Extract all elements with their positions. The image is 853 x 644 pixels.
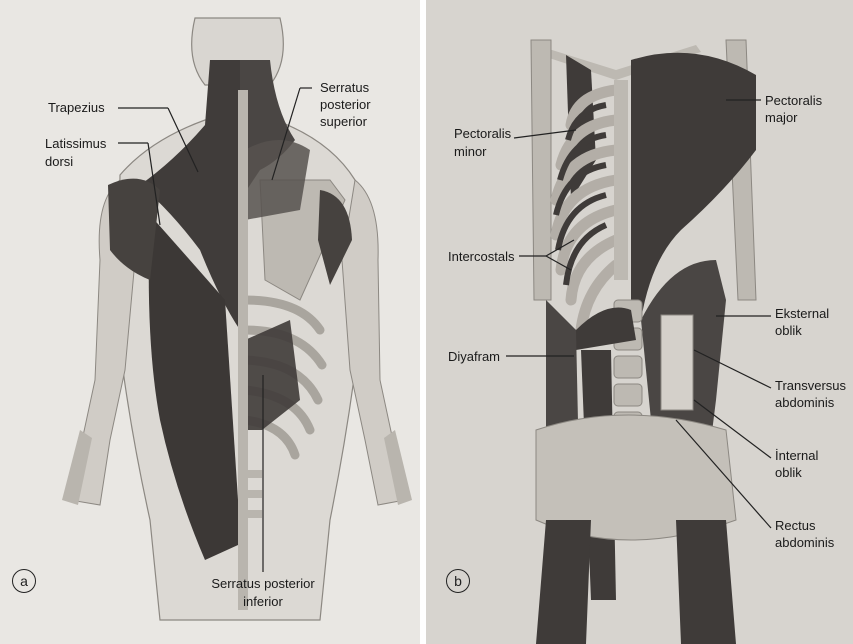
label-serratus-inferior-line2: inferior <box>178 594 348 609</box>
label-latissimus-line2: dorsi <box>45 154 73 169</box>
label-pectoralis-minor-line1: Pectoralis <box>454 126 511 141</box>
label-pectoralis-major-line2: major <box>765 110 798 125</box>
transversus-abdominis-muscle <box>661 315 693 410</box>
label-serratus-superior-line3: superior <box>320 114 367 129</box>
label-internal-oblik-line2: oblik <box>775 465 802 480</box>
sternum <box>614 80 628 280</box>
rib-cage <box>556 90 616 330</box>
serratus-superior-muscle <box>245 140 310 220</box>
label-internal-oblik-line1: İnternal <box>775 448 818 463</box>
label-pectoralis-minor-line2: minor <box>454 144 487 159</box>
label-serratus-inferior-line1: Serratus posterior <box>178 576 348 591</box>
panel-b-badge: b <box>446 569 470 593</box>
label-eksternal-oblik-line1: Eksternal <box>775 306 829 321</box>
label-transversus-line2: abdominis <box>775 395 834 410</box>
left-humerus <box>531 40 551 300</box>
label-rectus-line2: abdominis <box>775 535 834 550</box>
label-rectus-line1: Rectus <box>775 518 815 533</box>
label-trapezius: Trapezius <box>48 100 105 115</box>
label-latissimus-line1: Latissimus <box>45 136 106 151</box>
panel-a-back-view: Trapezius Latissimus dorsi Serratus post… <box>0 0 420 644</box>
label-serratus-superior-line2: posterior <box>320 97 371 112</box>
label-intercostals: Intercostals <box>448 249 514 264</box>
label-serratus-superior-line1: Serratus <box>320 80 369 95</box>
panel-b-front-view: Pectoralis minor Pectoralis major Interc… <box>426 0 853 644</box>
label-diyafram: Diyafram <box>448 349 500 364</box>
label-pectoralis-major-line1: Pectoralis <box>765 93 822 108</box>
panel-a-badge: a <box>12 569 36 593</box>
label-transversus-line1: Transversus <box>775 378 846 393</box>
label-eksternal-oblik-line2: oblik <box>775 323 802 338</box>
